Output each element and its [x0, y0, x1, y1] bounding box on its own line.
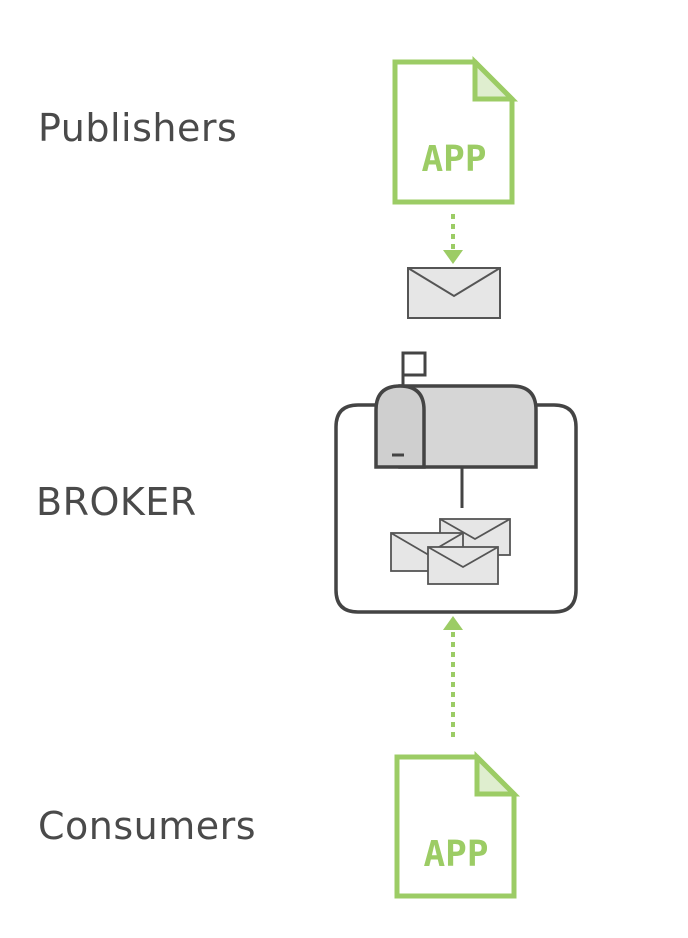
arrow-down-icon: [443, 214, 463, 264]
envelope-icon: [427, 546, 499, 585]
publisher-app-document-icon: APP: [392, 55, 519, 205]
publisher-app-text: APP: [421, 139, 486, 180]
consumer-app-document-icon: APP: [394, 750, 521, 899]
arrow-up-icon: [443, 616, 463, 742]
envelope-stack: [390, 518, 511, 585]
broker-box: [334, 403, 578, 614]
broker-label: BROKER: [36, 480, 197, 524]
publishers-label: Publishers: [38, 106, 238, 150]
consumer-app-text: APP: [423, 834, 488, 875]
consumers-label: Consumers: [38, 804, 257, 848]
mailbox-icon: [374, 351, 538, 508]
envelope-icon: [407, 267, 501, 319]
